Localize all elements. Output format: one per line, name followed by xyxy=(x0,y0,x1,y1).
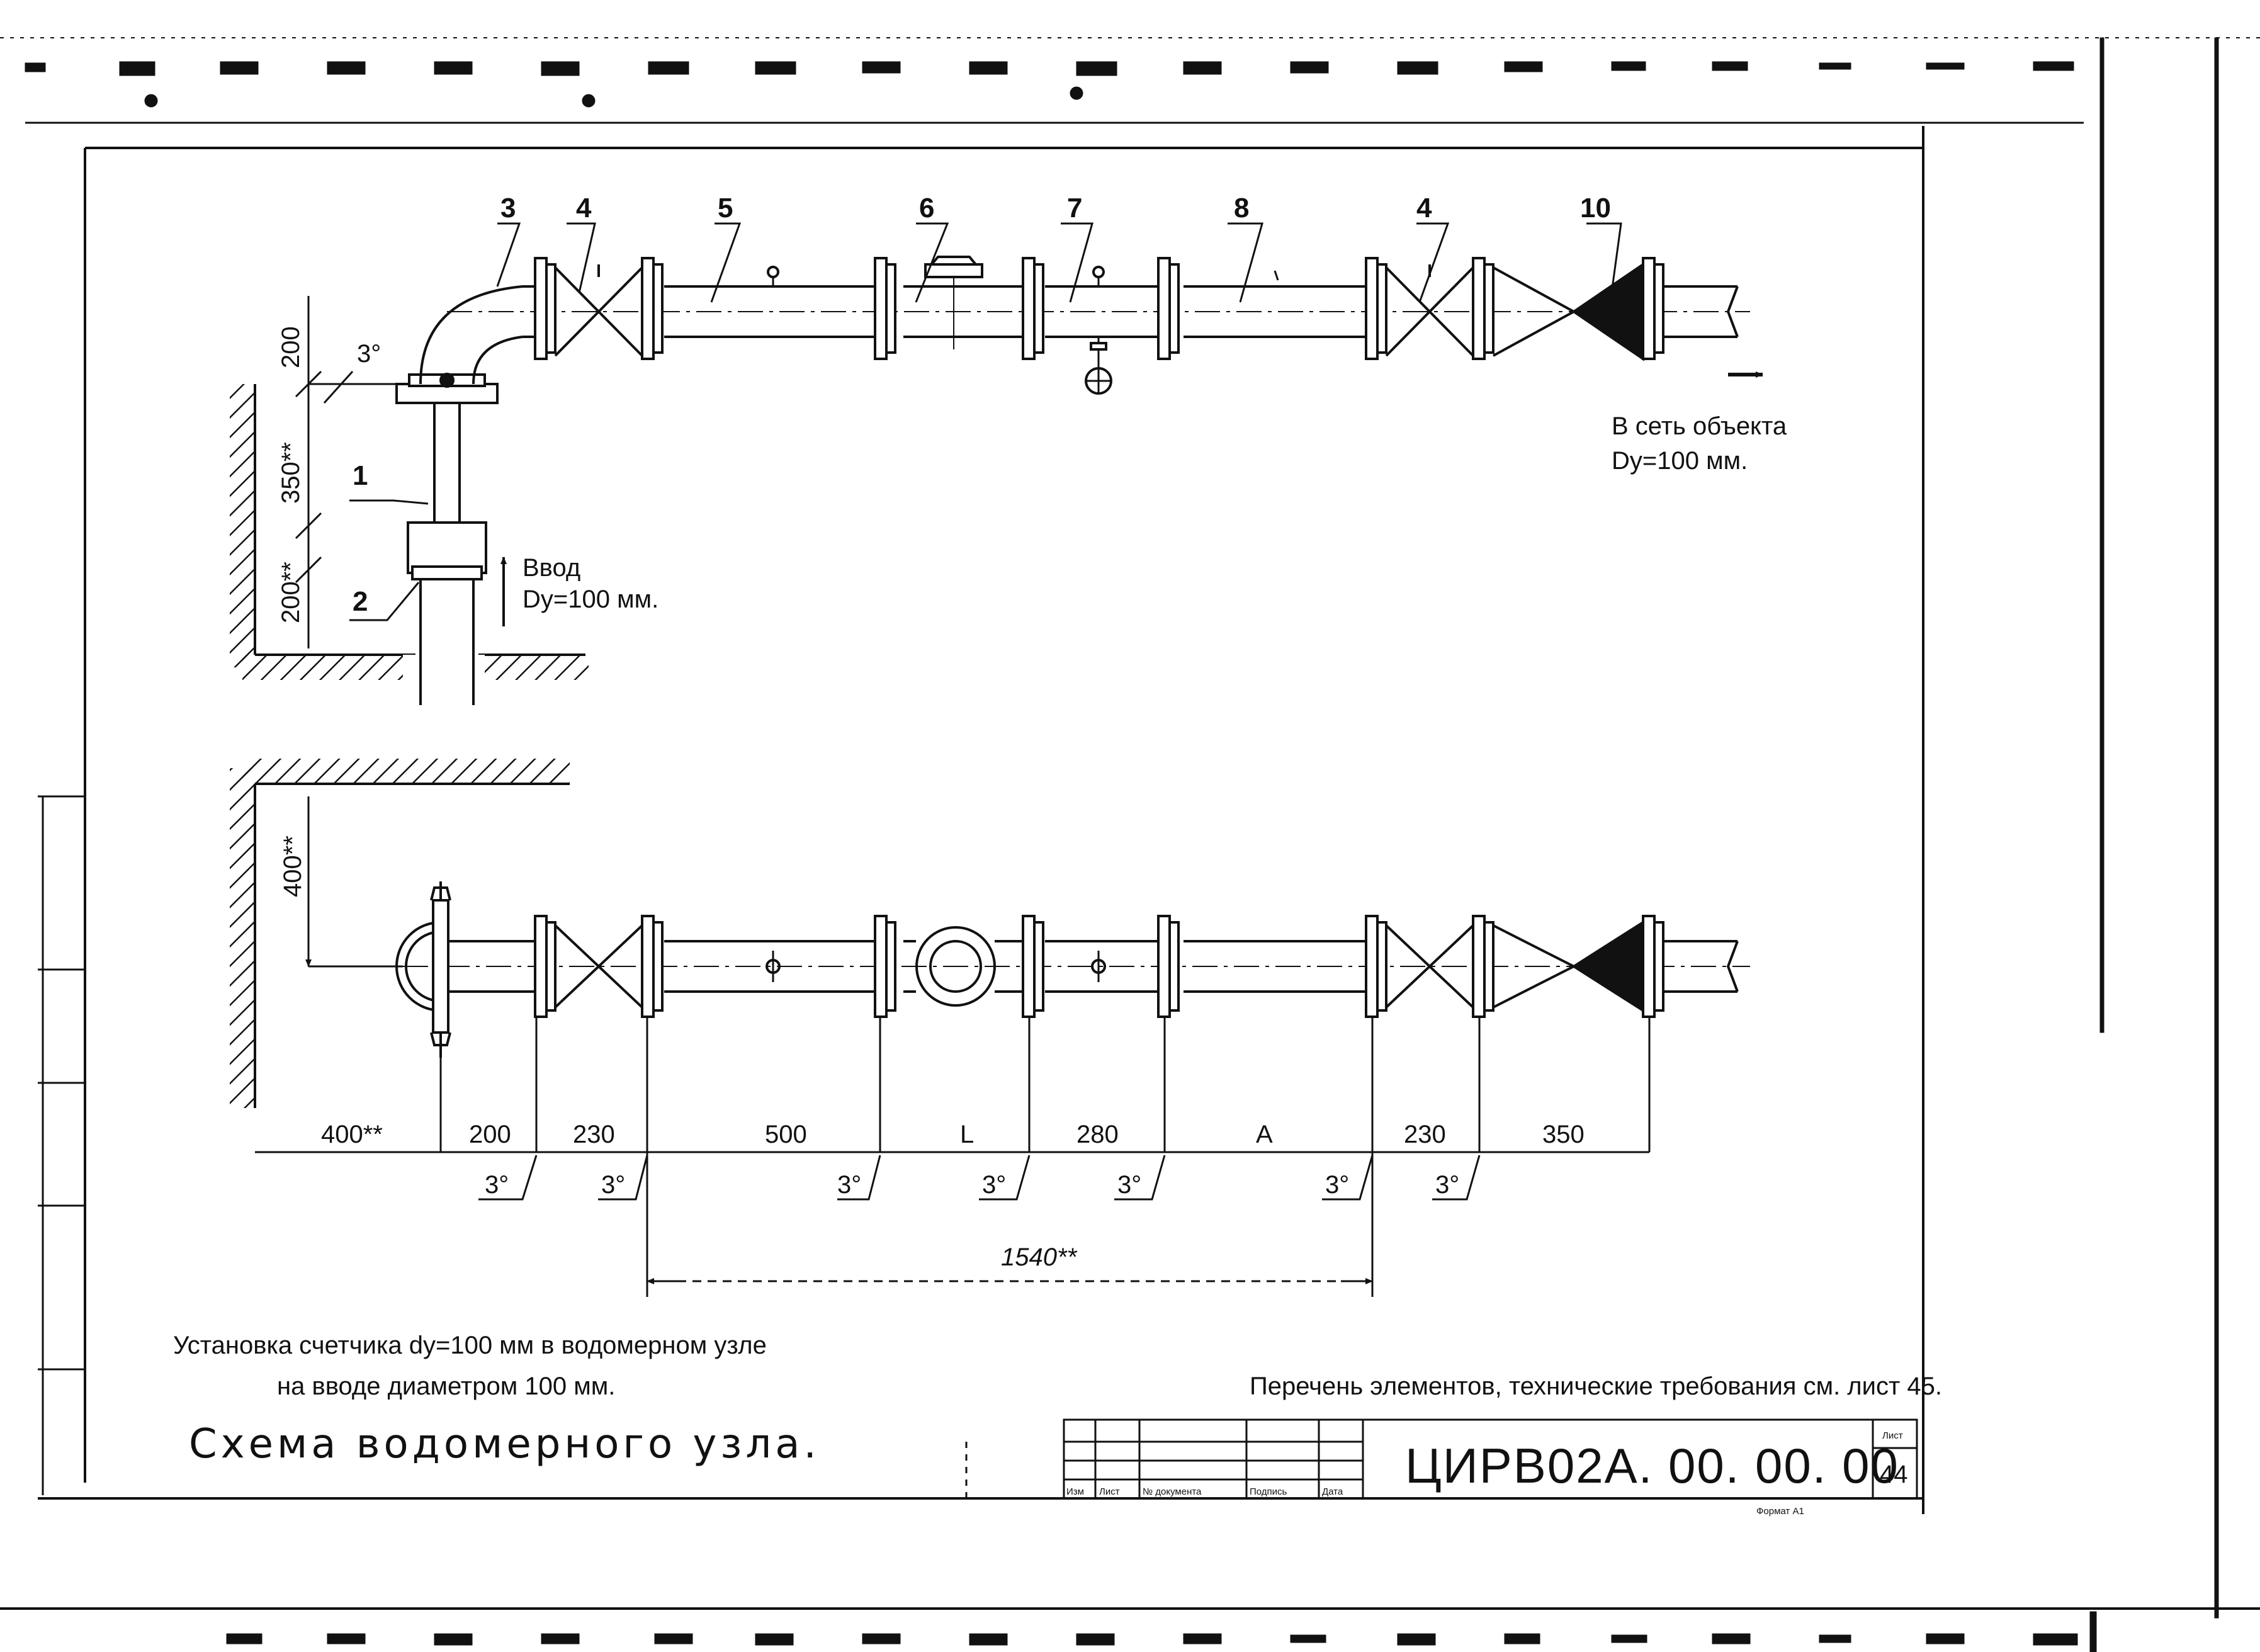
dim-230: 230 xyxy=(573,1121,615,1148)
stamp-col-document: № документа xyxy=(1143,1486,1202,1497)
position-label-8: 8 xyxy=(1234,193,1249,223)
slope-mark-7: 3° xyxy=(1435,1171,1459,1199)
dim-A: A xyxy=(1256,1121,1273,1148)
requirements-note: Перечень элементов, технические требован… xyxy=(1250,1372,1942,1400)
title-block xyxy=(965,1418,1918,1500)
position-label-10: 10 xyxy=(1580,193,1611,223)
position-label-5: 5 xyxy=(718,193,733,223)
dim-vertical-200-lower: 200** xyxy=(277,562,305,623)
dim-230-second: 230 xyxy=(1404,1121,1446,1148)
inlet-diameter: Dy=100 мм. xyxy=(523,586,658,613)
drawing-frame xyxy=(38,126,1924,1514)
stamp-col-izm: Изм xyxy=(1066,1486,1084,1497)
dim-350: 350 xyxy=(1542,1121,1585,1148)
slope-mark-6: 3° xyxy=(1325,1171,1349,1199)
position-label-4-second: 4 xyxy=(1416,193,1432,223)
outlet-label: В сеть объекта xyxy=(1612,412,1787,440)
caption-line-2: на вводе диаметром 100 мм. xyxy=(277,1372,615,1400)
outlet-diameter: Dy=100 мм. xyxy=(1612,447,1748,475)
sheet-number: 44 xyxy=(1880,1461,1908,1488)
dim-400: 400** xyxy=(321,1121,383,1148)
wall-bottom xyxy=(230,759,570,1108)
stamp-col-date: Дата xyxy=(1322,1486,1343,1497)
inlet-label: Ввод xyxy=(523,554,580,582)
format-label: Формат А1 xyxy=(1756,1506,1804,1517)
wall-top xyxy=(230,384,589,683)
slope-mark-1: 3° xyxy=(485,1171,509,1199)
slope-mark-5: 3° xyxy=(1117,1171,1141,1199)
document-designation: ЦИРВ02А. 00. 00. 00 xyxy=(1405,1438,1899,1493)
dim-wall-offset xyxy=(305,796,403,968)
position-label-2: 2 xyxy=(353,586,368,617)
dimension-line-row xyxy=(255,1151,1649,1284)
dim-vertical-400: 400** xyxy=(279,835,307,897)
slope-mark-3: 3° xyxy=(837,1171,861,1199)
stamp-col-signature: Подпись xyxy=(1250,1486,1287,1497)
stamp-col-list: Лист xyxy=(1099,1486,1120,1497)
angle-mark-top: 3° xyxy=(357,340,381,368)
scan-border-bottom xyxy=(0,1607,2260,1652)
slope-leaders xyxy=(478,1155,1481,1201)
position-label-6: 6 xyxy=(919,193,934,223)
slope-mark-4: 3° xyxy=(982,1171,1006,1199)
slope-mark-2: 3° xyxy=(601,1171,625,1199)
caption-line-1: Установка счетчика dy=100 мм в водомерно… xyxy=(173,1332,767,1359)
pipeline-top xyxy=(395,256,1750,705)
dim-200: 200 xyxy=(469,1121,511,1148)
sheet-label: Лист xyxy=(1882,1430,1903,1441)
scan-border-top xyxy=(0,37,2260,1619)
dim-L: L xyxy=(960,1121,974,1148)
position-label-3: 3 xyxy=(500,193,516,223)
dim-vertical-200: 200 xyxy=(277,326,305,368)
position-leaders xyxy=(349,222,1622,621)
position-label-1: 1 xyxy=(353,460,368,491)
vertical-dimension-chain xyxy=(295,296,397,648)
dim-500: 500 xyxy=(765,1121,807,1148)
position-label-7: 7 xyxy=(1067,193,1082,223)
pipeline-bottom xyxy=(395,881,1750,1058)
dim-280: 280 xyxy=(1076,1121,1119,1148)
dim-1540: 1540** xyxy=(1001,1243,1078,1271)
dim-vertical-350: 350** xyxy=(277,442,305,504)
drawing-title: Схема водомерного узла. xyxy=(189,1421,820,1468)
position-label-4: 4 xyxy=(576,193,592,223)
